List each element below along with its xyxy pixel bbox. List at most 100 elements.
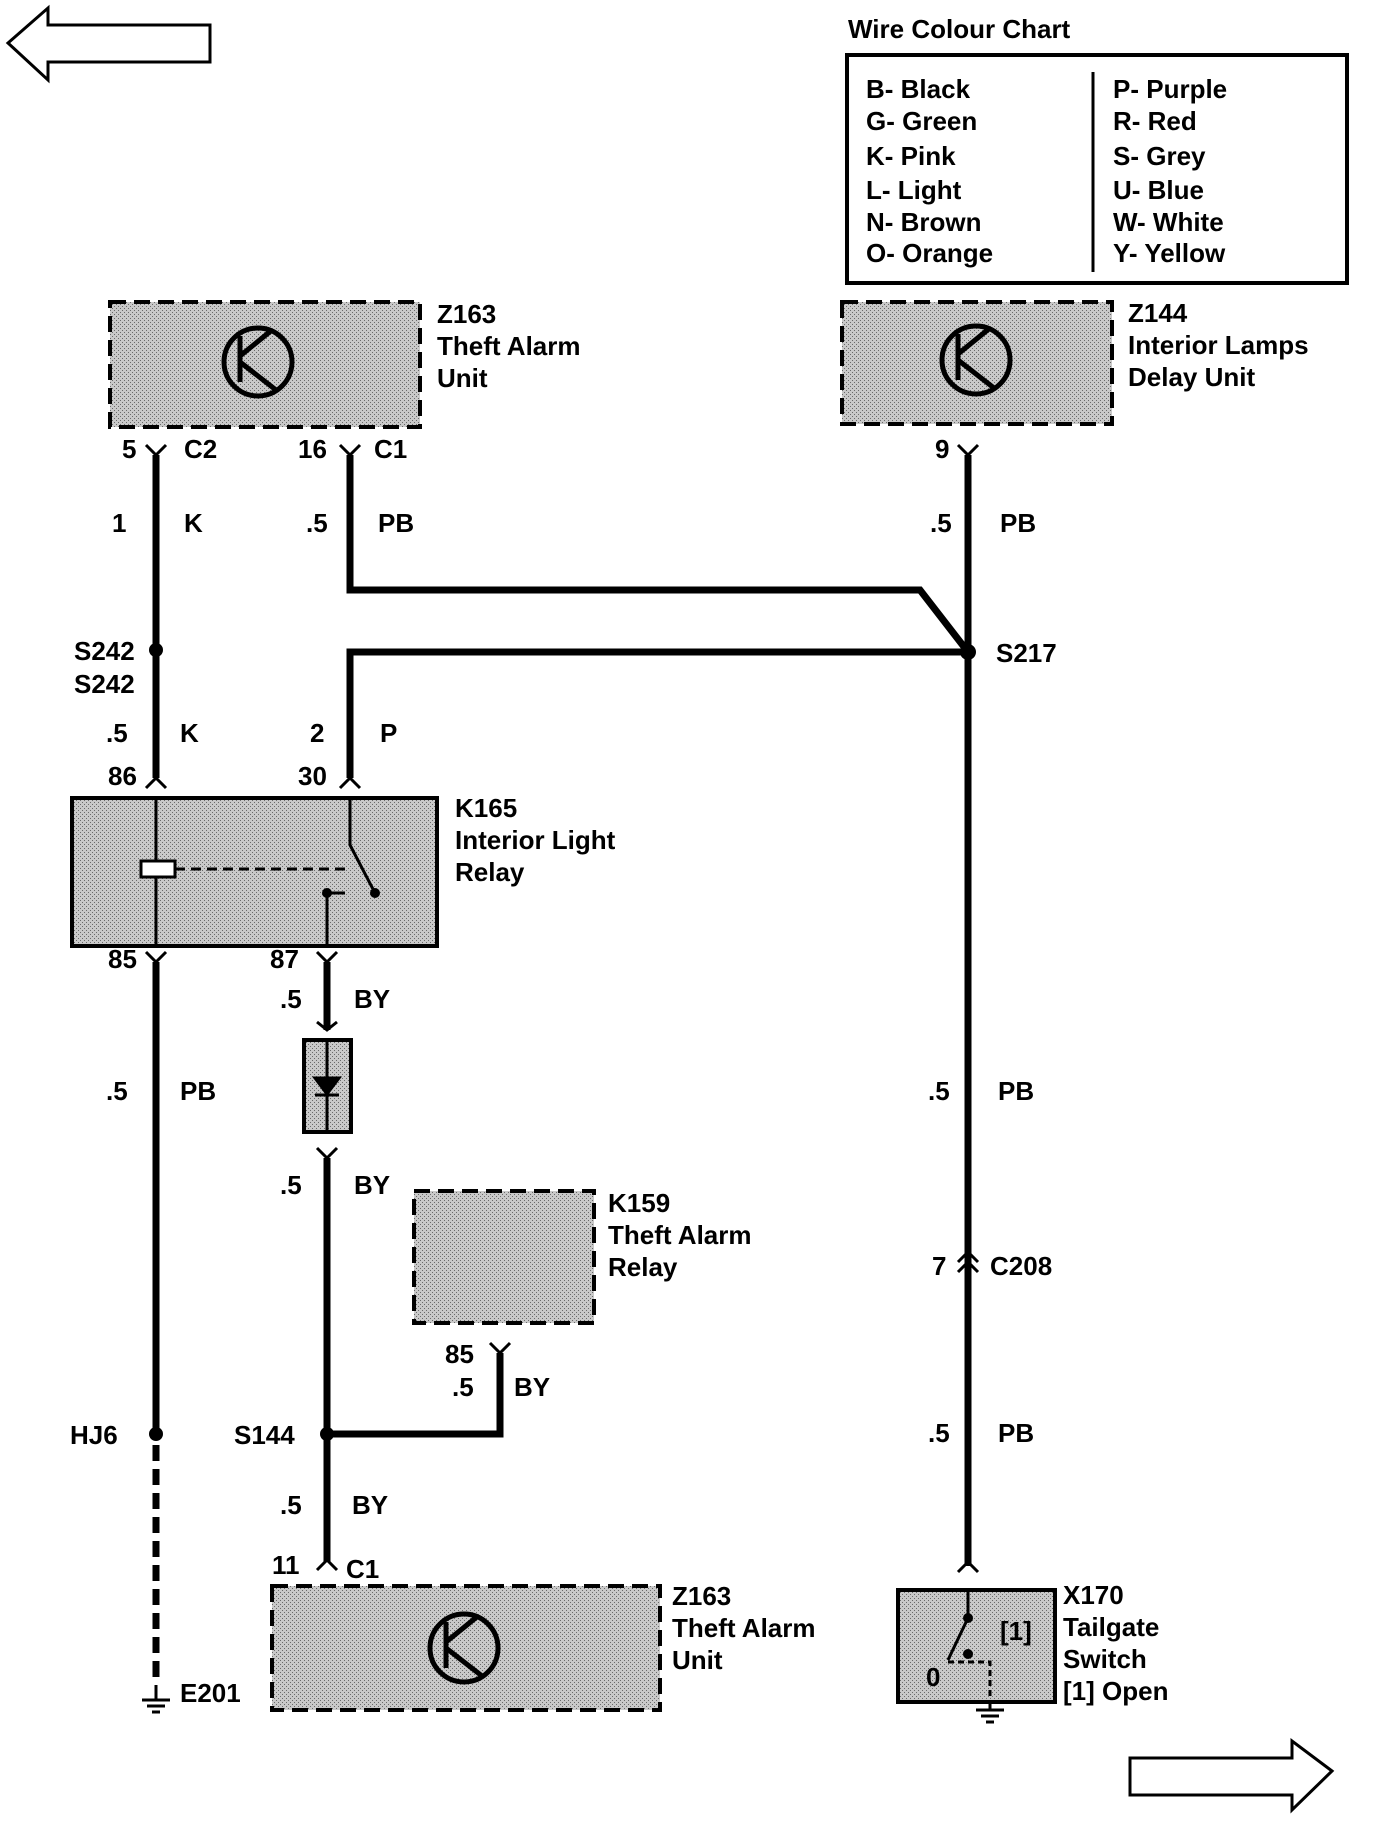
diode-component	[302, 1038, 353, 1134]
control-unit-icon	[939, 323, 1013, 397]
k159-box	[412, 1189, 596, 1325]
wire-color: BY	[354, 1170, 390, 1200]
wire-by-k159	[327, 1353, 504, 1438]
z163-box	[108, 300, 422, 429]
wire-size: .5	[306, 508, 328, 538]
wire-p-purple	[346, 648, 968, 778]
component-label: Delay Unit	[1128, 362, 1255, 392]
wire-size: .5	[106, 718, 128, 748]
splice-label: S144	[234, 1420, 295, 1450]
legend-box	[845, 53, 1349, 285]
wire-color: PB	[998, 1076, 1034, 1106]
wire-size: .5	[930, 508, 952, 538]
wire-size: 2	[310, 718, 324, 748]
component-id: Z163	[437, 299, 496, 329]
wire-color: PB	[180, 1076, 216, 1106]
legend-item: S- Grey	[1113, 141, 1206, 171]
component-id: Z163	[672, 1581, 731, 1611]
legend-item: B- Black	[866, 74, 971, 104]
wire-color: K	[180, 718, 199, 748]
pin-number: 9	[935, 434, 949, 464]
pin-number: 86	[108, 761, 137, 791]
ground-label: E201	[180, 1678, 241, 1708]
wire-color: K	[184, 508, 203, 538]
splice-s217-dot	[960, 644, 976, 660]
z163-theft-alarm-unit-top[interactable]: Z163 Theft Alarm Unit	[108, 299, 581, 429]
pin-number: 30	[298, 761, 327, 791]
k159-theft-alarm-relay[interactable]: K159 Theft Alarm Relay	[412, 1188, 752, 1325]
splice-label: S242	[74, 636, 135, 666]
wire-color: BY	[352, 1490, 388, 1520]
ground-icon	[142, 1685, 170, 1714]
pin-number: 16	[298, 434, 327, 464]
component-label: [1] Open	[1063, 1676, 1168, 1706]
legend-item: O- Orange	[866, 238, 993, 268]
z144-box	[840, 300, 1114, 426]
wire-color: PB	[378, 508, 414, 538]
diode-icon	[312, 1076, 342, 1097]
splice-label: S242	[74, 669, 135, 699]
component-label: Theft Alarm	[437, 331, 581, 361]
switch-contact-0: 0	[926, 1662, 940, 1692]
pin-number: 85	[445, 1339, 474, 1369]
wire-size: .5	[928, 1418, 950, 1448]
component-label: Theft Alarm	[608, 1220, 752, 1250]
k165-box	[70, 796, 439, 948]
control-unit-icon	[221, 325, 295, 399]
z163-box	[270, 1584, 662, 1712]
component-label: Interior Lamps	[1128, 330, 1309, 360]
legend-item: P- Purple	[1113, 74, 1227, 104]
legend-item: Y- Yellow	[1113, 238, 1226, 268]
x170-tailgate-switch[interactable]: [1] 0 X170 Tailgate Switch [1] Open	[896, 1580, 1168, 1706]
wire-labels: 1 K .5 PB .5 PB .5 K 2 P .5 BY .5 PB .5 …	[106, 508, 1036, 1520]
right-arrow-icon[interactable]	[1128, 1738, 1335, 1814]
ground-icon	[976, 1702, 1004, 1724]
splice-labels: S242 S242 S217 S144 HJ6 E201	[70, 636, 1057, 1708]
component-id: K159	[608, 1188, 670, 1218]
legend-item: L- Light	[866, 175, 962, 205]
splice-hj6-dot	[149, 1427, 163, 1441]
wire-size: .5	[106, 1076, 128, 1106]
legend-item: G- Green	[866, 106, 977, 136]
splice-label: S217	[996, 638, 1057, 668]
connector-id: C1	[346, 1554, 379, 1584]
component-label: Theft Alarm	[672, 1613, 816, 1643]
wires	[152, 455, 972, 1685]
component-id: Z144	[1128, 298, 1188, 328]
pin-number: 11	[272, 1550, 300, 1580]
control-unit-icon	[427, 1611, 501, 1685]
pin-number: 87	[270, 944, 299, 974]
wire-color: BY	[514, 1372, 550, 1402]
switch-contact-1: [1]	[1000, 1616, 1032, 1646]
legend-item: R- Red	[1113, 106, 1197, 136]
component-label: Relay	[455, 857, 525, 887]
legend-item: U- Blue	[1113, 175, 1204, 205]
legend-item: W- White	[1113, 207, 1224, 237]
component-id: K165	[455, 793, 517, 823]
splice-s144-dot	[320, 1427, 334, 1441]
wire-size: .5	[928, 1076, 950, 1106]
pin-labels: 5 C2 16 C1 9 86 30 85 87 85 11 C1 7 C208	[108, 434, 1052, 1584]
legend-item: K- Pink	[866, 141, 956, 171]
k165-interior-light-relay[interactable]: K165 Interior Light Relay	[70, 793, 616, 948]
connector-id: C2	[184, 434, 217, 464]
relay-coil-icon	[139, 859, 177, 879]
component-label: Tailgate	[1063, 1612, 1159, 1642]
wire-size: .5	[280, 1170, 302, 1200]
pin-number: 7	[932, 1251, 946, 1281]
component-label: Unit	[437, 363, 488, 393]
legend-title: Wire Colour Chart	[848, 14, 1071, 44]
z163-theft-alarm-unit-bottom[interactable]: Z163 Theft Alarm Unit	[270, 1581, 816, 1712]
pin-number: 85	[108, 944, 137, 974]
component-label: Switch	[1063, 1644, 1147, 1674]
splice-s242-dot	[149, 643, 163, 657]
wire-colour-chart: Wire Colour Chart B- Black G- Green K- P…	[845, 14, 1349, 285]
pin-number: 5	[122, 434, 136, 464]
connector-id: C208	[990, 1251, 1052, 1281]
left-arrow-icon[interactable]	[5, 4, 212, 84]
x170-box	[896, 1588, 1057, 1704]
wire-color: PB	[1000, 508, 1036, 538]
legend-item: N- Brown	[866, 207, 982, 237]
z144-interior-lamps-delay-unit[interactable]: Z144 Interior Lamps Delay Unit	[840, 298, 1309, 426]
